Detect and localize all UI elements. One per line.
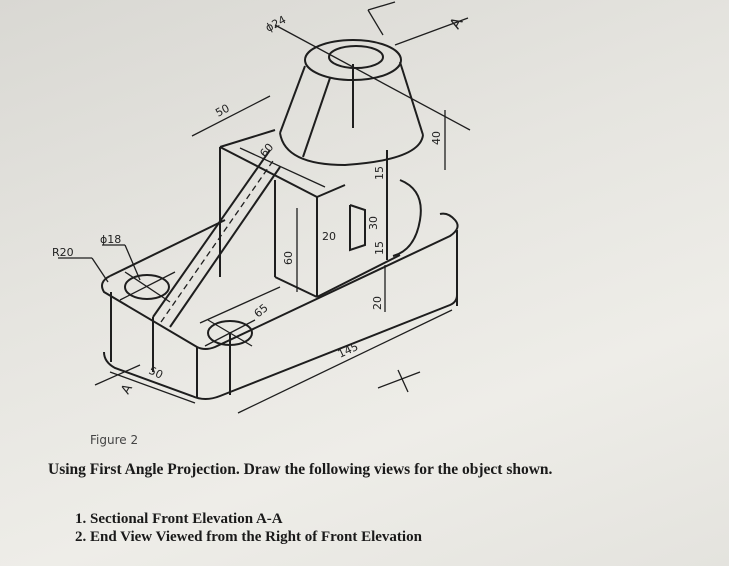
section-label-a: A — [118, 382, 135, 397]
dim-label: 20 — [371, 296, 384, 310]
dimension-lines — [58, 1, 471, 414]
dim-label: ϕ18 — [100, 233, 121, 246]
dim-label: R20 — [52, 246, 74, 259]
isometric-drawing: ϕ24 50 40 60 15 30 15 20 60 20 65 145 50… — [52, 1, 471, 414]
dim-label: 145 — [336, 340, 361, 361]
section-label-a: A — [446, 13, 467, 32]
center-lines — [119, 271, 256, 347]
dim-label: 50 — [147, 364, 165, 382]
task-list: 1. Sectional Front Elevation A-A 2. End … — [75, 510, 422, 546]
task-item: 1. Sectional Front Elevation A-A — [75, 511, 283, 527]
cone-boss — [279, 39, 424, 257]
hole-right — [207, 320, 253, 346]
dim-label: ϕ24 — [263, 13, 288, 34]
dim-label: 20 — [322, 230, 336, 243]
instruction-text: Using First Angle Projection. Draw the f… — [48, 461, 553, 478]
hole-left — [124, 274, 170, 300]
dim-label: 50 — [213, 102, 231, 120]
dim-label: 60 — [282, 251, 295, 265]
center-block — [219, 129, 401, 298]
figure-caption: Figure 2 — [90, 433, 139, 447]
dim-label: 65 — [252, 301, 271, 320]
base-plate — [101, 212, 459, 400]
rib — [152, 149, 281, 328]
dim-label: 40 — [430, 131, 443, 145]
dim-label: 15 — [373, 241, 386, 255]
dim-label: 30 — [367, 216, 380, 230]
task-item: 2. End View Viewed from the Right of Fro… — [75, 529, 422, 545]
dim-label: 15 — [373, 166, 386, 180]
